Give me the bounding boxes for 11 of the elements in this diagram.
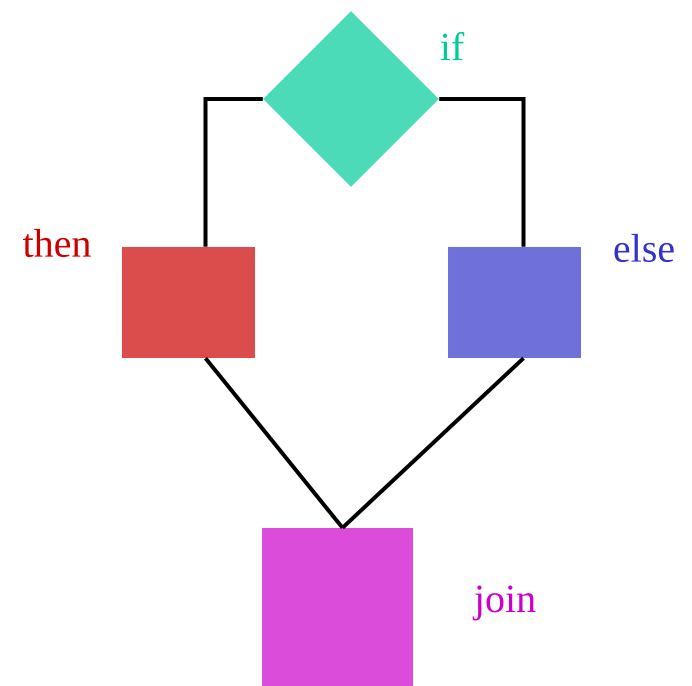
connector-line [204,356,344,530]
connector-line [341,356,525,530]
node-label: then [22,228,91,258]
node-label: join [472,586,536,620]
node-label: else [614,234,674,262]
join-box: join [262,528,536,686]
connector-line [204,97,263,247]
node-label: if [440,32,464,60]
connector-line [439,97,526,247]
branch-box: then [22,228,255,358]
branch-box: else [448,234,674,358]
